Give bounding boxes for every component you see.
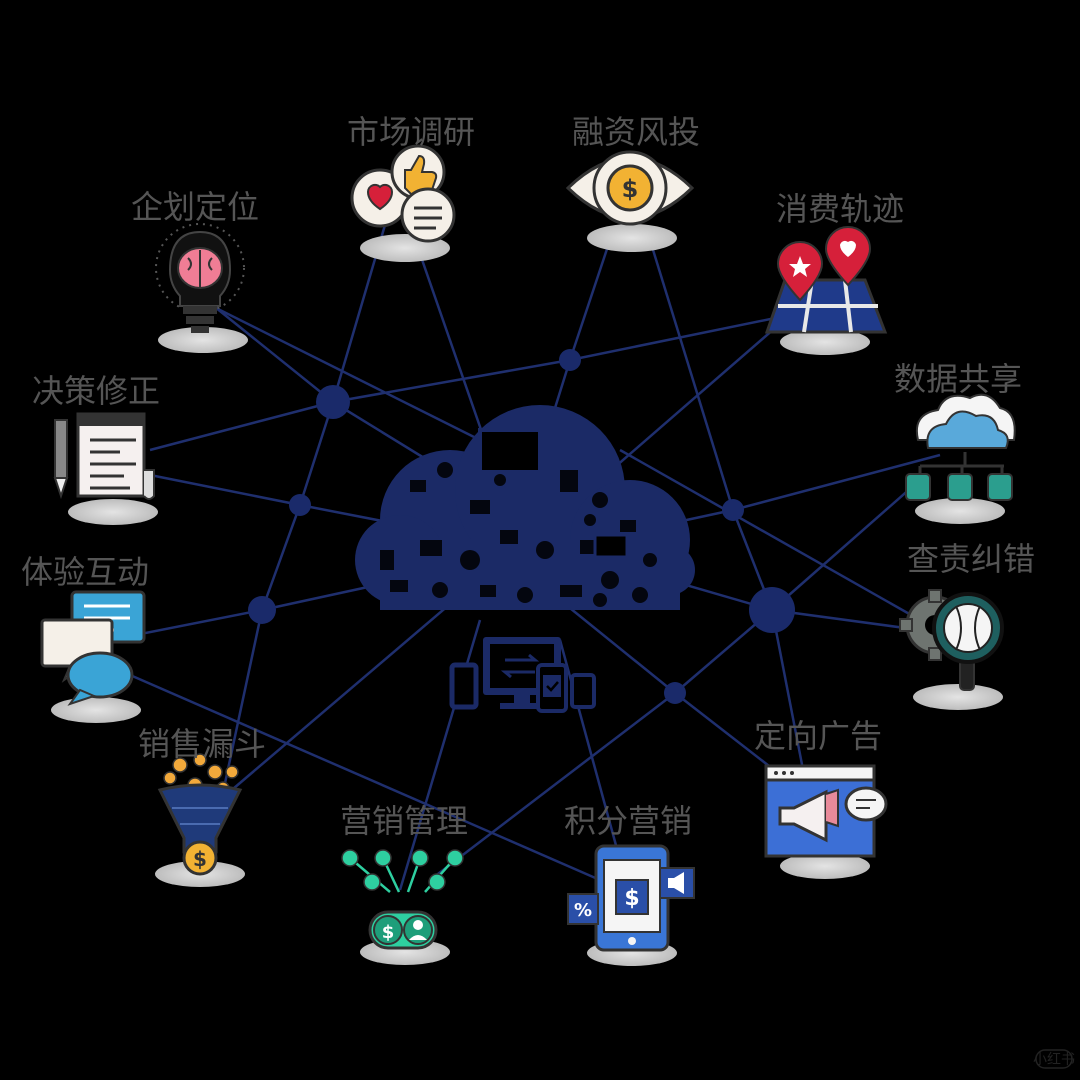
label-sales-funnel: 销售漏斗: [138, 725, 266, 763]
map-pins-icon: [764, 226, 888, 334]
label-financing: 融资风投: [572, 113, 700, 151]
label-experience: 体验互动: [21, 553, 149, 591]
megaphone-browser-icon: [764, 764, 888, 858]
brain-bulb-icon: [155, 223, 245, 333]
funnel-coin-icon: $: [157, 753, 243, 876]
label-decision: 决策修正: [32, 372, 160, 410]
chat-bubbles-icon: [40, 590, 146, 706]
watermark: 小红书: [1033, 1052, 1075, 1068]
feedback-bubbles-icon: [350, 144, 456, 243]
label-points-marketing: 积分营销: [564, 802, 692, 840]
cloud-devices-icon: [355, 405, 695, 713]
network-node: [722, 499, 744, 521]
network-node: [749, 587, 795, 633]
network-node: [664, 682, 686, 704]
network-node: [559, 349, 581, 371]
label-planning: 企划定位: [131, 188, 259, 226]
network-node: [248, 596, 276, 624]
svg-text:$: $: [624, 886, 639, 911]
cloud-network-icon: [905, 393, 1016, 501]
svg-text:$: $: [193, 847, 207, 871]
svg-text:$: $: [382, 922, 395, 943]
phone-dollar-icon: $ %: [567, 844, 695, 952]
label-consumer-track: 消费轨迹: [776, 190, 904, 228]
gear-magnifier-icon: [899, 589, 1004, 691]
label-data-share: 数据共享: [894, 360, 1022, 398]
label-marketing-mgmt: 营销管理: [340, 802, 468, 840]
network-lines: [109, 224, 941, 891]
label-market-research: 市场调研: [347, 113, 475, 151]
network-node: [289, 494, 311, 516]
money-network-icon: $: [341, 849, 464, 950]
svg-text:%: %: [574, 900, 592, 921]
watermark-badge: [1035, 1049, 1073, 1069]
document-pen-icon: [53, 412, 155, 500]
svg-text:$: $: [622, 175, 639, 203]
label-targeted-ad: 定向广告: [754, 717, 882, 755]
network-node: [316, 385, 350, 419]
label-audit: 查责纠错: [907, 540, 1035, 578]
eye-dollar-icon: $: [565, 150, 695, 226]
network-nodes: [248, 349, 795, 704]
